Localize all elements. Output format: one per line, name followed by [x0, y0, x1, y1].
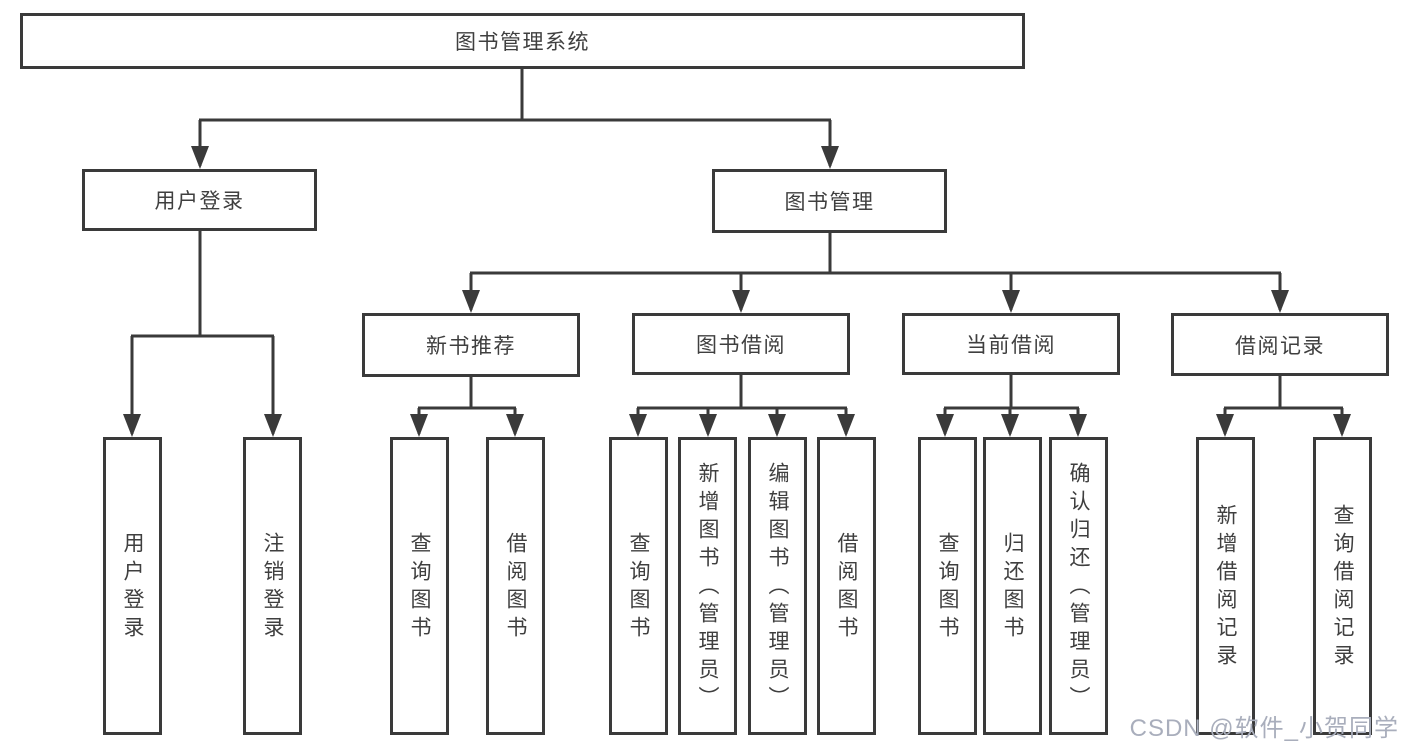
node-book-borrowing: 图书借阅: [632, 313, 850, 375]
node-new-book-recommend: 新书推荐: [362, 313, 580, 377]
leaf-br-query-borrow-record: 查询借阅记录: [1313, 437, 1372, 735]
leaf-br-add-borrow-record: 新增借阅记录: [1196, 437, 1255, 735]
node-borrowing-records: 借阅记录: [1171, 313, 1389, 376]
node-user-login: 用户登录: [82, 169, 317, 231]
leaf-nbr-query-books: 查询图书: [390, 437, 449, 735]
leaf-bb-add-books-admin: 新增图书（管理员）: [678, 437, 737, 735]
leaf-cb-confirm-return-admin: 确认归还（管理员）: [1049, 437, 1108, 735]
leaf-nbr-borrow-books: 借阅图书: [486, 437, 545, 735]
leaf-cb-return-books: 归还图书: [983, 437, 1042, 735]
leaf-bb-query-books: 查询图书: [609, 437, 668, 735]
leaf-cb-query-books: 查询图书: [918, 437, 977, 735]
node-current-borrowing: 当前借阅: [902, 313, 1120, 375]
csdn-watermark: CSDN @软件_小贺同学: [1129, 715, 1399, 742]
leaf-bb-edit-books-admin: 编辑图书（管理员）: [748, 437, 807, 735]
node-book-management: 图书管理: [712, 169, 947, 233]
leaf-user-login: 用户登录: [103, 437, 162, 735]
leaf-logout-login: 注销登录: [243, 437, 302, 735]
leaf-bb-borrow-books: 借阅图书: [817, 437, 876, 735]
arrowheads: [123, 146, 1351, 437]
node-library-system: 图书管理系统: [20, 13, 1025, 69]
